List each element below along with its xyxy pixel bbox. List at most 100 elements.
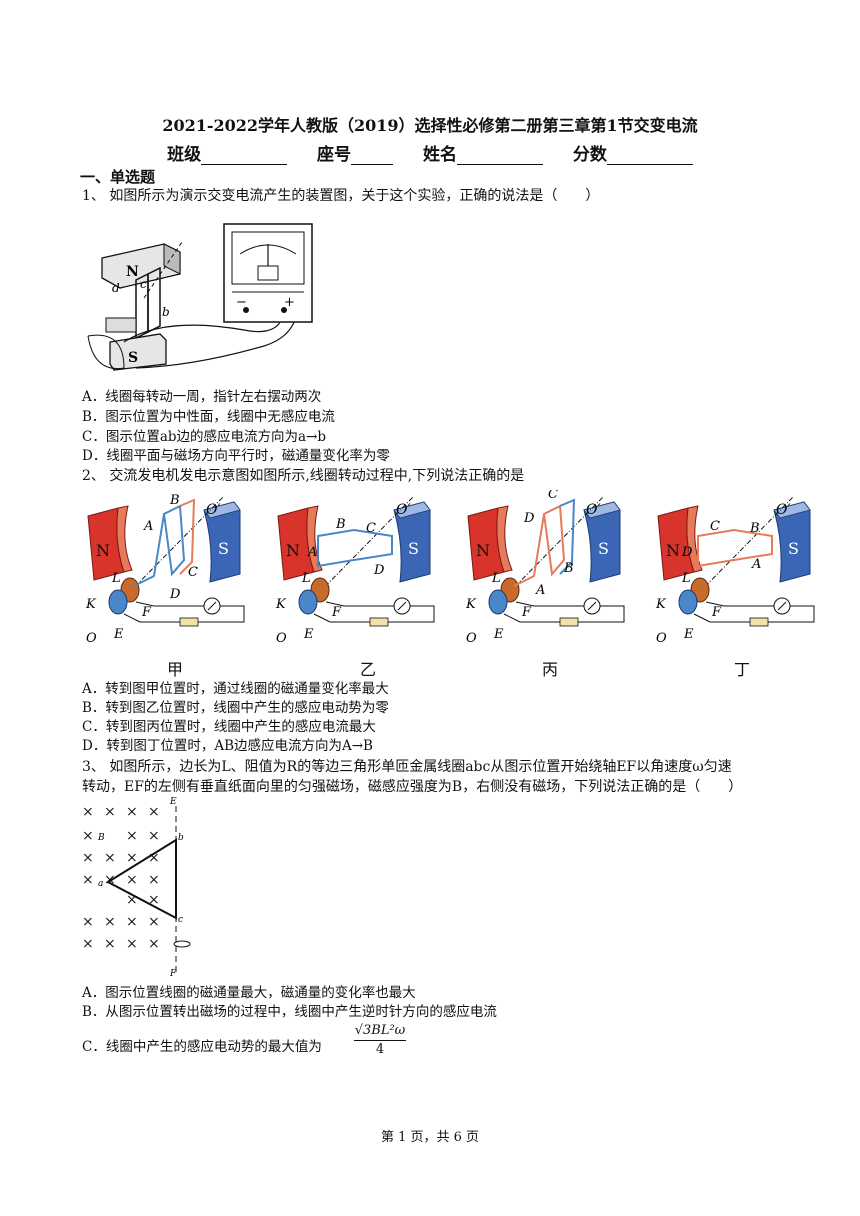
svg-text:a: a — [98, 879, 103, 889]
wire-2 — [135, 305, 299, 369]
svg-text:c: c — [178, 915, 183, 925]
q2-option-b[interactable]: B．转到图乙位置时，线圈中产生的感应电动势为零 — [82, 700, 389, 716]
svg-text:×: × — [126, 872, 138, 888]
name-blank[interactable] — [456, 146, 543, 165]
svg-text:B: B — [749, 521, 760, 536]
q3-triangle-coil-figure: ×××× ××× ×××× ×××× ×× ×××× ×××× B E F b … — [82, 797, 191, 978]
figure-jia: A B C D — [84, 493, 245, 647]
svg-text:×: × — [148, 914, 160, 930]
svg-text:×: × — [148, 804, 160, 820]
svg-text:×: × — [82, 914, 94, 930]
svg-text:×: × — [126, 850, 138, 866]
q1-option-d[interactable]: D．线圈平面与磁场方向平行时，磁通量变化率为零 — [82, 448, 390, 464]
svg-text:×: × — [148, 872, 160, 888]
svg-text:×: × — [126, 828, 138, 844]
svg-text:d: d — [112, 281, 120, 295]
svg-text:A: A — [143, 519, 153, 534]
svg-text:×: × — [104, 936, 116, 952]
svg-text:×: × — [82, 828, 94, 844]
svg-text:A: A — [535, 583, 545, 598]
section-heading: 一、单选题 — [80, 168, 156, 186]
svg-text:×: × — [104, 914, 116, 930]
svg-text:b: b — [178, 833, 184, 843]
svg-text:b: b — [162, 305, 170, 319]
question-1-stem: 1、 如图所示为演示交变电流产生的装置图，关于这个实验，正确的说法是（ ） — [82, 188, 600, 204]
score-blank[interactable] — [606, 146, 693, 165]
name-field: 姓名 — [423, 140, 543, 165]
svg-text:C: C — [710, 519, 720, 534]
svg-text:×: × — [148, 850, 160, 866]
figure-bing: D C B A — [464, 490, 625, 647]
svg-text:D: D — [169, 587, 181, 602]
question-3-stem-line1: 3、 如图所示，边长为L、阻值为R的等边三角形单匝金属线圈abc从图示位置开始绕… — [82, 759, 732, 775]
galvanometer — [223, 223, 313, 323]
seat-field: 座号 — [317, 140, 394, 165]
page-footer: 第 1 页，共 6 页 — [380, 1130, 480, 1145]
q1-option-a[interactable]: A．线圈每转动一周，指针左右摆动两次 — [82, 389, 322, 405]
caption-yi: 乙 — [359, 660, 376, 679]
svg-text:C: C — [548, 490, 558, 502]
svg-text:×: × — [104, 850, 116, 866]
svg-text:F: F — [169, 969, 177, 978]
svg-text:×: × — [148, 936, 160, 952]
seat-blank[interactable] — [351, 146, 394, 165]
svg-text:E: E — [169, 797, 177, 807]
slip-rings — [105, 317, 137, 333]
svg-text:×: × — [148, 828, 160, 844]
svg-text:×: × — [126, 914, 138, 930]
formula-numerator: √3BL²ω — [354, 1022, 406, 1041]
svg-text:×: × — [126, 892, 138, 908]
score-field: 分数 — [573, 140, 693, 165]
caption-bing: 丙 — [541, 660, 558, 679]
q3-option-c[interactable]: C．线圈中产生的感应电动势的最大值为 — [82, 1039, 322, 1055]
svg-text:−: − — [236, 295, 247, 310]
magnetic-field-crosses: ×××× ××× ×××× ×××× ×× ×××× ×××× — [82, 804, 160, 952]
class-blank[interactable] — [201, 146, 288, 165]
svg-text:×: × — [126, 804, 138, 820]
student-info-line: 班级 座号 姓名 分数 — [0, 140, 860, 165]
svg-text:D: D — [373, 563, 385, 578]
axis-line — [143, 241, 183, 299]
q1-option-b[interactable]: B．图示位置为中性面，线圈中无感应电流 — [82, 409, 335, 425]
svg-text:×: × — [148, 892, 160, 908]
svg-text:×: × — [82, 850, 94, 866]
q2-option-c[interactable]: C．转到图丙位置时，线圈中产生的感应电流最大 — [82, 719, 376, 735]
triangle-coil — [105, 838, 177, 920]
q2-option-d[interactable]: D．转到图丁位置时，AB边感应电流方向为A→B — [82, 738, 373, 754]
q1-generator-figure: N d c b a S − + — [87, 223, 313, 371]
q3-formula: √3BL²ω 4 — [354, 1022, 406, 1059]
svg-text:×: × — [126, 936, 138, 952]
svg-text:D: D — [523, 511, 535, 526]
figure-ding: C D A B — [654, 495, 815, 647]
caption-ding: 丁 — [733, 660, 750, 679]
question-2-stem: 2、 交流发电机发电示意图如图所示,线圈转动过程中,下列说法正确的是 — [82, 468, 525, 484]
s-label: S — [128, 350, 138, 366]
svg-text:D: D — [681, 545, 693, 560]
class-field: 班级 — [167, 140, 288, 165]
b-field-label: B — [97, 833, 105, 843]
svg-text:c: c — [140, 277, 147, 291]
svg-text:B: B — [335, 517, 346, 532]
svg-text:×: × — [82, 804, 94, 820]
svg-text:+: + — [284, 295, 295, 310]
wire-1 — [123, 305, 285, 343]
q2-option-a[interactable]: A．转到图甲位置时，通过线圈的磁通量变化率最大 — [82, 681, 389, 697]
q2-generator-figures: N S K O F E L O′ A B C D — [84, 490, 815, 647]
n-label: N — [126, 264, 139, 280]
svg-text:A: A — [307, 545, 317, 560]
page-title: 2021-2022学年人教版（2019）选择性必修第二册第三章第1节交变电流 — [162, 116, 698, 135]
svg-text:B: B — [563, 561, 574, 576]
svg-text:A: A — [751, 557, 761, 572]
caption-jia: 甲 — [166, 660, 183, 679]
svg-text:×: × — [82, 872, 94, 888]
svg-text:×: × — [82, 936, 94, 952]
svg-text:×: × — [104, 804, 116, 820]
figure-yi: B A D C — [274, 495, 435, 647]
q3-option-a[interactable]: A．图示位置线圈的磁通量最大，磁通量的变化率也最大 — [82, 985, 416, 1001]
q1-option-c[interactable]: C．图示位置ab边的感应电流方向为a→b — [82, 429, 327, 445]
svg-text:B: B — [169, 493, 180, 508]
question-3-stem-line2: 转动，EF的左侧有垂直纸面向里的匀强磁场，磁感应强度为B，右侧没有磁场，下列说法… — [82, 779, 743, 795]
formula-denominator: 4 — [375, 1042, 385, 1057]
q3-option-b[interactable]: B．从图示位置转出磁场的过程中，线圈中产生逆时针方向的感应电流 — [82, 1004, 497, 1020]
svg-text:C: C — [188, 565, 198, 580]
